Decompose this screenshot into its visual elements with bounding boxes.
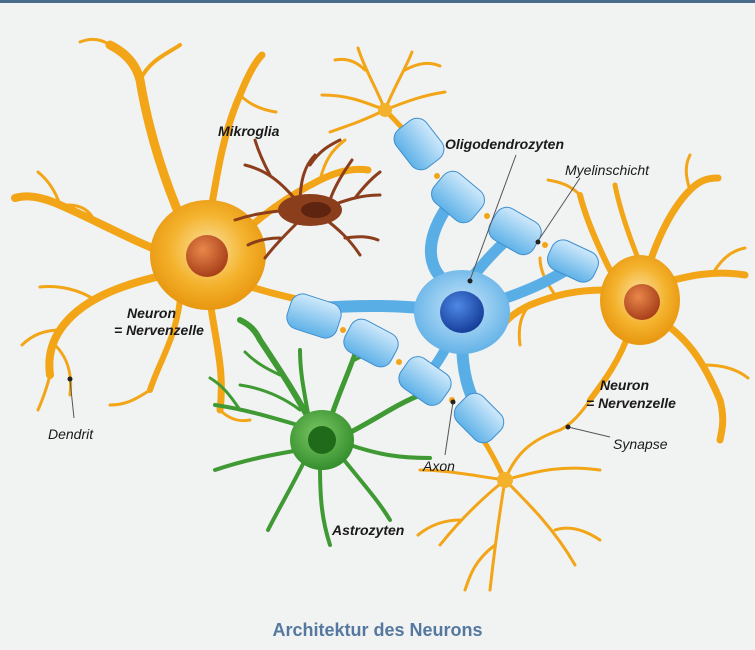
label-nervenzelle-right: = Nervenzelle — [586, 395, 676, 411]
figure-caption: Architektur des Neurons — [0, 620, 755, 641]
label-neuron-right: Neuron — [600, 377, 649, 393]
label-nervenzelle-left: = Nervenzelle — [114, 322, 204, 338]
label-axon: Axon — [423, 458, 455, 474]
label-oligodendrozyten: Oligodendrozyten — [445, 136, 564, 152]
astrocyte-nucleus — [308, 426, 336, 454]
label-neuron-left: Neuron — [127, 305, 176, 321]
right-neuron-nucleus — [624, 284, 660, 320]
label-mikroglia: Mikroglia — [218, 123, 279, 139]
label-dendrit: Dendrit — [48, 426, 93, 442]
label-myelinschicht: Myelinschicht — [565, 162, 649, 178]
label-synapse: Synapse — [613, 436, 667, 452]
left-neuron-nucleus — [186, 235, 228, 277]
label-astrozyten: Astrozyten — [332, 522, 404, 538]
oligodendrocyte-nucleus — [440, 291, 484, 333]
